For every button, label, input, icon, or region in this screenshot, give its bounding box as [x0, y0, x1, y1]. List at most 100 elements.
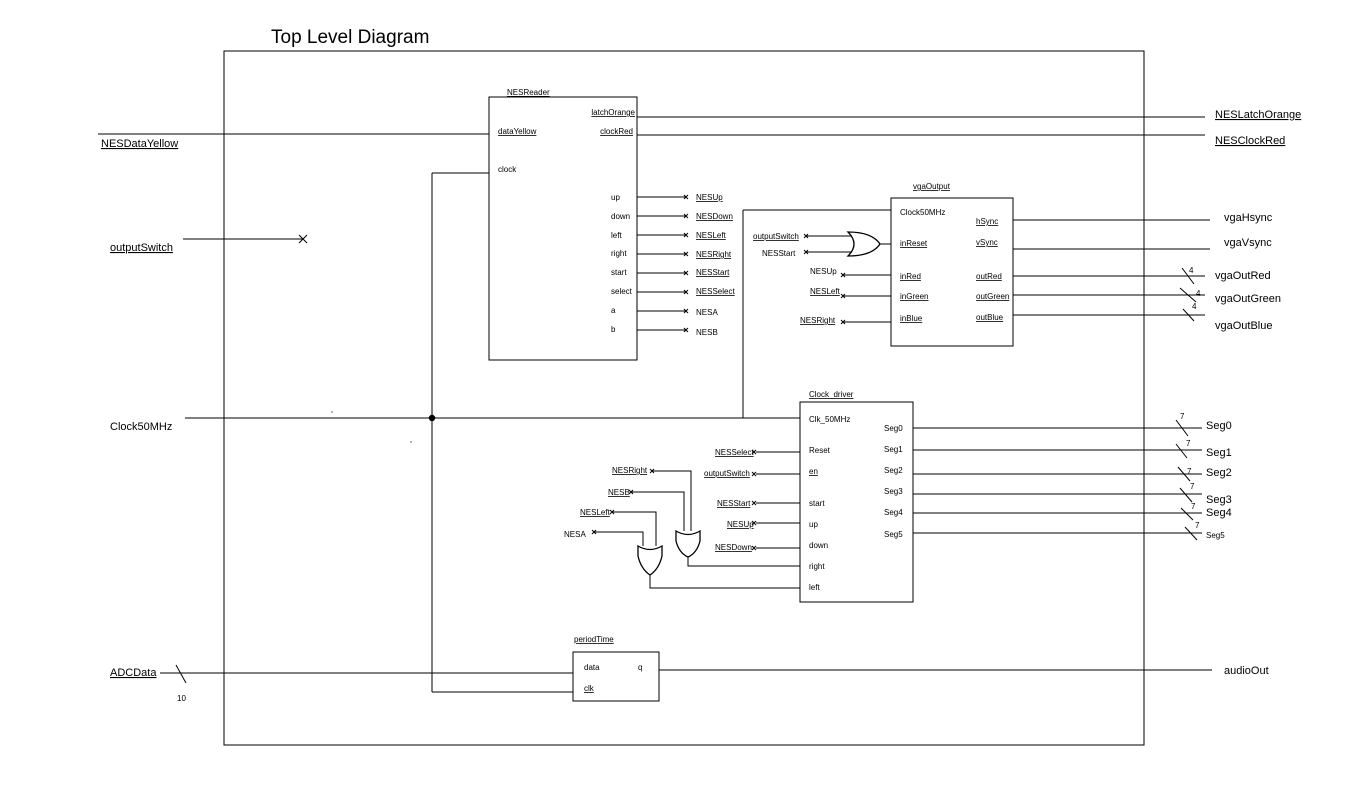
signal-label-nesdown: NESDown: [696, 212, 733, 221]
bus-width-seg3: 7: [1190, 482, 1195, 491]
bus-width-seg4: 7: [1191, 502, 1196, 511]
periodtime-pin-clk: clk: [584, 684, 595, 693]
nesreader-pin-latchorange: latchOrange: [591, 108, 635, 117]
input-label-clock: Clock50MHz: [110, 421, 172, 433]
bus-width-seg2: 7: [1187, 467, 1192, 476]
signal-label-nesstart: NESStart: [696, 268, 730, 277]
signal-label-nesright: NESRight: [696, 250, 732, 259]
clockdriver-pin-start: start: [809, 499, 825, 508]
clockdriver-pin-right: right: [809, 562, 825, 571]
x-marker: [751, 500, 757, 506]
diagram-title: Top Level Diagram: [271, 27, 429, 48]
stray-dot: [410, 441, 412, 443]
x-marker: [649, 468, 655, 474]
output-label-seg5: Seg5: [1206, 531, 1225, 540]
x-marker: [751, 449, 757, 455]
vgaoutput-pin-outgreen: outGreen: [976, 292, 1009, 301]
periodtime-block: [572, 651, 660, 702]
output-label-red: vgaOutRed: [1215, 270, 1271, 282]
cd-label-nesdown: NESDown: [715, 543, 752, 552]
bus-width-seg5: 7: [1195, 521, 1200, 530]
bus-slash-green: [1179, 287, 1197, 303]
output-label-seg3: Seg3: [1206, 494, 1232, 506]
nesreader-pin-clock: clock: [498, 165, 517, 174]
bus-width-seg0: 7: [1180, 412, 1185, 421]
x-marker: [803, 249, 809, 255]
no-connect-marker: [298, 234, 308, 244]
signal-label-nesleft: NESLeft: [696, 231, 727, 240]
x-marker: [751, 520, 757, 526]
output-label-seg0: Seg0: [1206, 420, 1232, 432]
output-label-audio: audioOut: [1224, 665, 1269, 677]
x-marker: [840, 319, 846, 325]
input-label-nes-data: NESDataYellow: [101, 138, 178, 150]
bus-width-red: 4: [1189, 266, 1194, 275]
bus-slash-blue: [1182, 308, 1195, 322]
vgaoutput-block: [890, 197, 1014, 347]
x-marker: [609, 509, 615, 515]
segment-output-wires: [913, 419, 1202, 541]
input-label-output-switch: outputSwitch: [110, 242, 173, 254]
stray-dot: [331, 411, 333, 413]
signal-label-nesa: NESA: [696, 308, 718, 317]
nesreader-pin-start: start: [611, 268, 627, 277]
clockdriver-pin-reset: Reset: [809, 446, 831, 455]
output-label-clockred: NESClockRed: [1215, 135, 1285, 147]
clockdriver-pin-left: left: [809, 583, 820, 592]
periodtime-pin-q: q: [638, 663, 642, 672]
wire-right-or-in-2: [631, 491, 685, 531]
output-label-green: vgaOutGreen: [1215, 293, 1281, 305]
bus-slash-adc: [175, 664, 187, 684]
signal-label-nesb: NESB: [696, 328, 718, 337]
wire-left-or-in-1: [612, 511, 657, 546]
nesreader-block: [488, 96, 638, 361]
vgaoutput-pin-outred: outRed: [976, 272, 1002, 281]
x-marker: [751, 471, 757, 477]
cd-label-nesselect: NESSelect: [715, 448, 754, 457]
top-level-boundary: [223, 50, 1145, 746]
vga-or-label-outputswitch: outputSwitch: [753, 232, 799, 241]
cd-label-nesup: NESUp: [727, 520, 754, 529]
wire-right-or-in-1: [652, 470, 692, 531]
bus-width-adc: 10: [177, 694, 186, 703]
nesreader-pin-a: a: [611, 306, 616, 315]
bus-width-green: 4: [1196, 289, 1201, 298]
vga-label-nesleft: NESLeft: [810, 287, 841, 296]
bus-width-blue: 4: [1192, 302, 1197, 311]
nesreader-pin-select: select: [611, 287, 633, 296]
clockdriver-pin-seg2: Seg2: [884, 466, 903, 475]
cd-label-outputswitch: outputSwitch: [704, 469, 750, 478]
or-left-label-nesa: NESA: [564, 530, 586, 539]
vga-label-nesup: NESUp: [810, 267, 837, 276]
vga-label-nesright: NESRight: [800, 316, 836, 325]
output-label-hsync: vgaHsync: [1224, 212, 1273, 224]
nesreader-pin-up: up: [611, 193, 620, 202]
bus-width-seg1: 7: [1186, 439, 1191, 448]
wire-right-or-out: [687, 557, 800, 567]
nesreader-pin-datayellow: dataYellow: [498, 127, 537, 136]
x-marker: [751, 545, 757, 551]
wire-left-or-in-2: [594, 531, 644, 546]
clockdriver-block: [799, 401, 914, 603]
clockdriver-pin-en: en: [809, 467, 818, 476]
clockdriver-pin-seg4: Seg4: [884, 508, 903, 517]
cd-label-nesstart: NESStart: [717, 499, 751, 508]
wire-left-or-out: [649, 575, 800, 589]
output-label-latch: NESLatchOrange: [1215, 109, 1301, 121]
output-label-seg4: Seg4: [1206, 507, 1232, 519]
clockdriver-pin-clk: Clk_50MHz: [809, 415, 850, 424]
x-marker: [840, 293, 846, 299]
left-or-gate: [637, 544, 663, 576]
periodtime-pin-data: data: [584, 663, 600, 672]
vgaoutput-title: vgaOutput: [913, 182, 951, 191]
vgaoutput-pin-ingreen: inGreen: [900, 292, 928, 301]
vgaoutput-pin-outblue: outBlue: [976, 313, 1004, 322]
clockdriver-pin-seg3: Seg3: [884, 487, 903, 496]
output-label-seg1: Seg1: [1206, 447, 1232, 459]
x-marker: [840, 272, 846, 278]
signal-label-nesselect: NESSelect: [696, 287, 735, 296]
vgaoutput-pin-clock: Clock50MHz: [900, 208, 945, 217]
nesreader-pin-b: b: [611, 325, 616, 334]
output-label-vsync: vgaVsync: [1224, 237, 1272, 249]
